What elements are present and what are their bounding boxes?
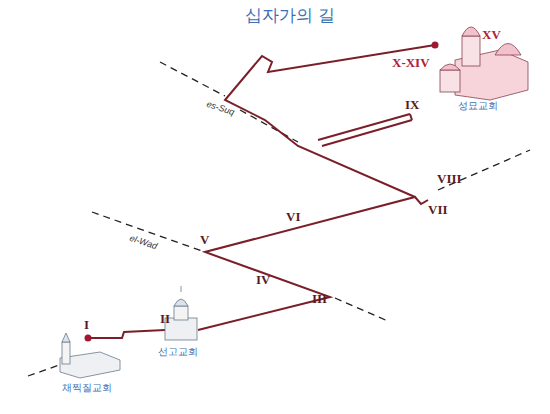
church-flagellation — [60, 333, 120, 378]
station-number: III — [312, 292, 327, 306]
station-number: V — [200, 233, 209, 247]
map-title: 십자가의 길 — [245, 6, 335, 25]
station-number: VI — [286, 210, 300, 224]
station-number: XV — [482, 28, 501, 42]
station-number: IX — [405, 98, 419, 112]
church-holy-sepulchre — [440, 27, 528, 100]
route-start-dot — [85, 335, 92, 342]
church-name: 성묘교회 — [458, 100, 498, 111]
street-name: el-Wad — [127, 234, 159, 253]
station-number: IV — [256, 273, 270, 287]
station-number: VIII — [437, 172, 462, 186]
station-number: X-XIV — [392, 56, 430, 70]
route-end-dot — [432, 42, 439, 49]
via-dolorosa-route — [88, 45, 435, 338]
street-lines — [28, 62, 530, 376]
station-number: VII — [428, 203, 448, 217]
station-number: I — [84, 318, 89, 332]
church-name: 선고교회 — [158, 346, 198, 357]
station-number: II — [160, 312, 170, 326]
church-name: 채찍질교회 — [62, 382, 112, 393]
